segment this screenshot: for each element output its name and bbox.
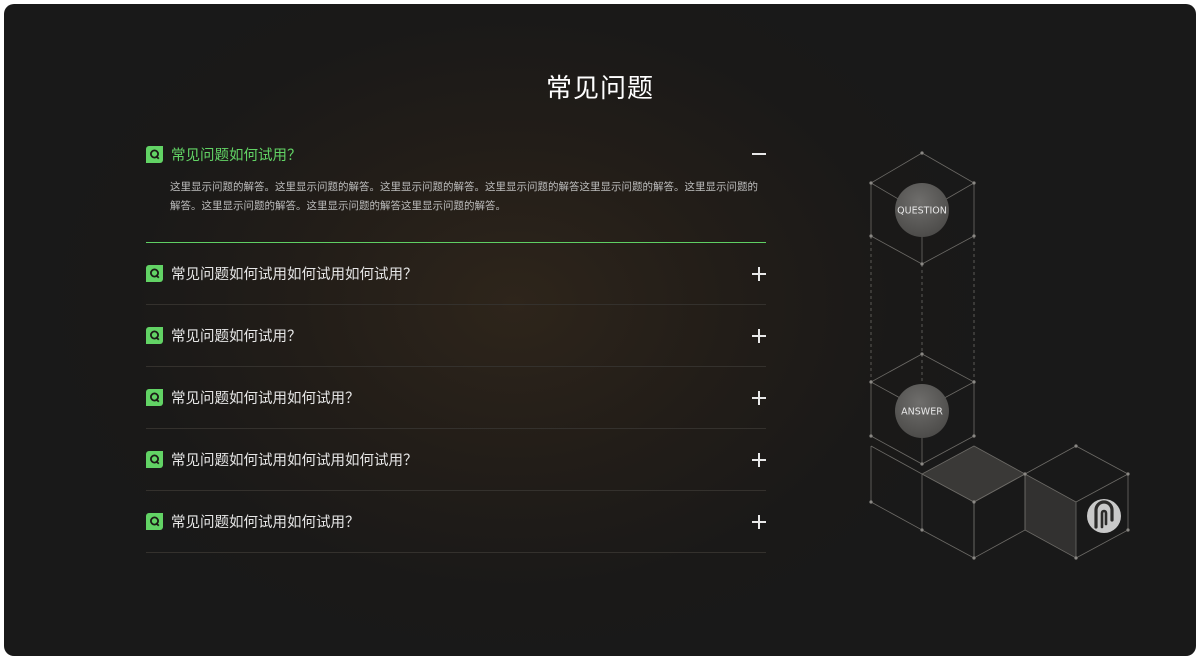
minus-icon[interactable] [752,147,766,161]
faq-item[interactable]: 常见问题如何试用？ 这里显示问题的解答。这里显示问题的解答。这里显示问题的解答。… [146,126,766,243]
faq-item[interactable]: 常见问题如何试用如何试用如何试用？ [146,243,766,305]
faq-item-header[interactable]: 常见问题如何试用如何试用？ [146,491,766,552]
question-bubble: QUESTION [895,183,949,237]
isometric-qa-illustration: QUESTION ANSWER [869,151,1130,560]
q-badge-icon [146,327,163,344]
faq-question: 常见问题如何试用如何试用？ [171,515,360,531]
faq-question: 常见问题如何试用？ [171,329,302,345]
q-badge-icon [146,145,163,163]
plus-icon[interactable] [752,328,766,343]
faq-item[interactable]: 常见问题如何试用？ [146,305,766,367]
faq-question: 常见问题如何试用如何试用？ [171,391,360,407]
faq-item-header[interactable]: 常见问题如何试用如何试用如何试用？ [146,429,766,490]
plus-icon[interactable] [752,514,766,529]
page-title: 常见问题 [545,74,654,104]
q-badge-icon [146,451,163,468]
q-badge-icon [146,513,163,530]
faq-item[interactable]: 常见问题如何试用如何试用如何试用？ [146,429,766,491]
faq-item-header[interactable]: 常见问题如何试用？ [146,305,766,366]
faq-item-header[interactable]: 常见问题如何试用如何试用？ [146,367,766,428]
answer-bubble: ANSWER [895,384,949,438]
faq-panel [4,4,1196,656]
faq-question: 常见问题如何试用？ [171,147,302,164]
brand-logo-icon [1087,499,1121,533]
faq-item-header[interactable]: 常见问题如何试用如何试用如何试用？ [146,243,766,304]
q-badge-icon [146,265,163,282]
faq-item-header[interactable]: 常见问题如何试用？ [146,126,766,182]
faq-question: 常见问题如何试用如何试用如何试用？ [171,267,418,283]
faq-answer: 这里显示问题的解答。这里显示问题的解答。这里显示问题的解答。这里显示问题的解答这… [170,181,758,212]
faq-item[interactable]: 常见问题如何试用如何试用？ [146,491,766,553]
faq-list: 常见问题如何试用？ 这里显示问题的解答。这里显示问题的解答。这里显示问题的解答。… [146,126,766,553]
plus-icon[interactable] [752,266,766,281]
answer-label: ANSWER [901,407,943,418]
plus-icon[interactable] [752,390,766,405]
question-label: QUESTION [897,206,947,217]
plus-icon[interactable] [752,452,766,467]
faq-question: 常见问题如何试用如何试用如何试用？ [171,453,418,469]
faq-item[interactable]: 常见问题如何试用如何试用？ [146,367,766,429]
q-badge-icon [146,389,163,406]
